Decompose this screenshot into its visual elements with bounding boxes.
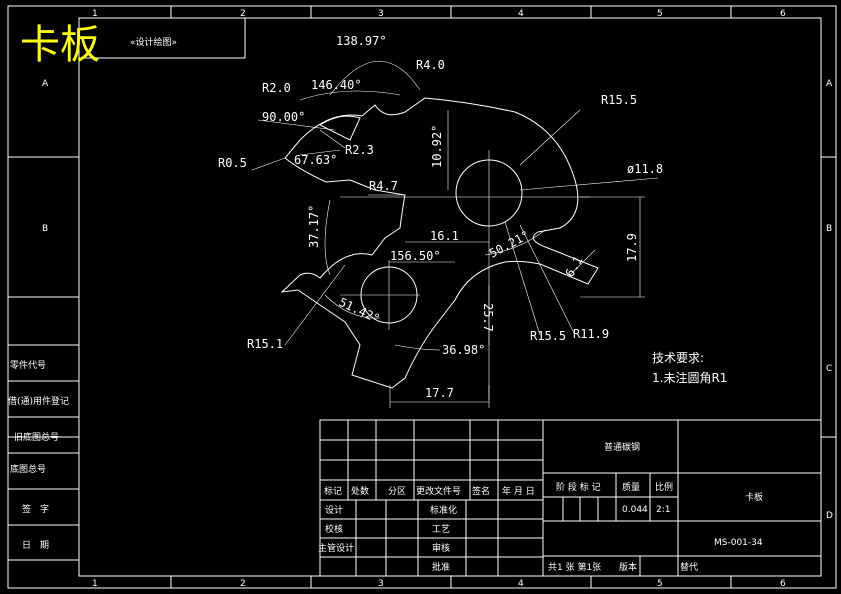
dim-dia-11-8: ø11.8: [627, 162, 663, 176]
dim-36-98: 36.98°: [442, 343, 485, 357]
tb-row: 标准化: [430, 504, 457, 516]
dim-r0-5: R0.5: [218, 156, 247, 170]
dim-r15-1: R15.1: [247, 337, 283, 351]
tb-row: 审核: [432, 542, 450, 554]
dim-67-63: 67.63°: [294, 153, 337, 167]
dim-17-7: 17.7: [425, 386, 454, 400]
col-label: 1: [92, 579, 98, 589]
dim-37-17: 37.17°: [307, 205, 321, 248]
tb-header: 更改文件号: [416, 485, 461, 497]
column-labels: 1 2 3 4 5 6 1 2 3 4 5 6: [92, 9, 786, 589]
left-cell: 日 期: [22, 540, 49, 551]
dim-90: 90.00°: [262, 110, 305, 124]
dimension-labels: 138.97° R4.0 R2.0 146.40° R15.5 90.00° R…: [218, 34, 663, 400]
dim-r15-5-b: R15.5: [530, 329, 566, 343]
drawing-subtitle: «设计绘图»: [130, 36, 177, 48]
dim-r2: R2.0: [262, 81, 291, 95]
dim-r4-7: R4.7: [369, 179, 398, 193]
row-label: D: [826, 511, 833, 521]
stage-label: 阶 段 标 记: [556, 481, 601, 493]
dim-r15-5: R15.5: [601, 93, 637, 107]
dim-146-40: 146.40°: [311, 78, 362, 92]
col-label: 5: [657, 579, 663, 589]
drawing-title: 卡板: [20, 22, 100, 68]
dim-r11-9: R11.9: [573, 327, 609, 341]
row-label: B: [826, 224, 832, 234]
dim-r4: R4.0: [416, 58, 445, 72]
left-cell: 签 字: [22, 503, 49, 515]
mass-label: 质量: [622, 481, 640, 493]
dimension-lines: [251, 60, 659, 408]
replace: 替代: [680, 561, 698, 573]
col-label: 6: [780, 579, 786, 589]
drawing-number: MS-001-34: [714, 538, 763, 548]
tb-header: 签名: [472, 485, 490, 497]
dim-138-97: 138.97°: [336, 34, 387, 48]
dim-16-1: 16.1: [430, 229, 459, 243]
title-box: [78, 17, 246, 59]
row-label: B: [42, 224, 48, 234]
tb-header: 处数: [351, 485, 369, 497]
col-label: 6: [780, 9, 786, 19]
dim-17-9: 17.9: [625, 233, 639, 262]
tb-row: 主管设计: [318, 542, 354, 554]
dim-50-21: 50.21°: [487, 228, 532, 261]
sheet-info: 共1 张 第1张: [548, 561, 601, 573]
mass-value: 0.044: [622, 505, 648, 515]
tech-item: 1.未注圆角R1: [652, 370, 727, 385]
dim-6-1: 6.1: [562, 254, 585, 280]
dim-10-92: 10.92°: [430, 125, 444, 168]
tb-header: 分区: [388, 486, 406, 497]
col-label: 2: [240, 579, 246, 589]
scale-label: 比例: [655, 481, 673, 493]
left-cell: 底图总号: [10, 463, 46, 475]
left-record-table: 零件代号 借(通)用件登记 旧底图总号 底图总号 签 字 日 期: [7, 344, 80, 561]
row-label: C: [826, 364, 832, 374]
tb-row: 设计: [325, 504, 343, 516]
part-name: 卡板: [745, 491, 763, 503]
left-cell: 旧底图总号: [14, 431, 59, 443]
material: 普通碳钢: [604, 441, 640, 453]
row-labels: A B A B C D: [42, 79, 833, 521]
scale-value: 2:1: [656, 505, 670, 515]
left-cell: 借(通)用件登记: [8, 395, 69, 407]
tb-row: 批准: [432, 561, 450, 573]
col-label: 1: [92, 9, 98, 19]
col-label: 2: [240, 9, 246, 19]
tech-heading: 技术要求:: [652, 351, 704, 365]
center-lines: [340, 150, 590, 400]
col-label: 5: [657, 9, 663, 19]
col-label: 3: [378, 9, 384, 19]
dim-25-7: 25.7: [481, 303, 495, 332]
row-label: A: [826, 79, 833, 89]
version: 版本: [619, 561, 637, 573]
tb-header: 年 月 日: [502, 485, 535, 497]
left-cell: 零件代号: [10, 359, 46, 371]
col-label: 4: [518, 9, 524, 19]
col-label: 4: [518, 579, 524, 589]
tb-row: 工艺: [432, 524, 450, 535]
col-label: 3: [378, 579, 384, 589]
tb-row: 校核: [325, 523, 343, 535]
row-label: A: [42, 79, 49, 89]
dim-156-50: 156.50°: [390, 249, 441, 263]
tb-header: 标记: [324, 485, 342, 497]
title-block: 普通碳钢 标记 处数 分区 更改文件号 签名 年 月 日 阶 段 标 记 质量 …: [318, 419, 822, 577]
outer-frame: [7, 5, 837, 589]
dim-r2-3: R2.3: [345, 143, 374, 157]
